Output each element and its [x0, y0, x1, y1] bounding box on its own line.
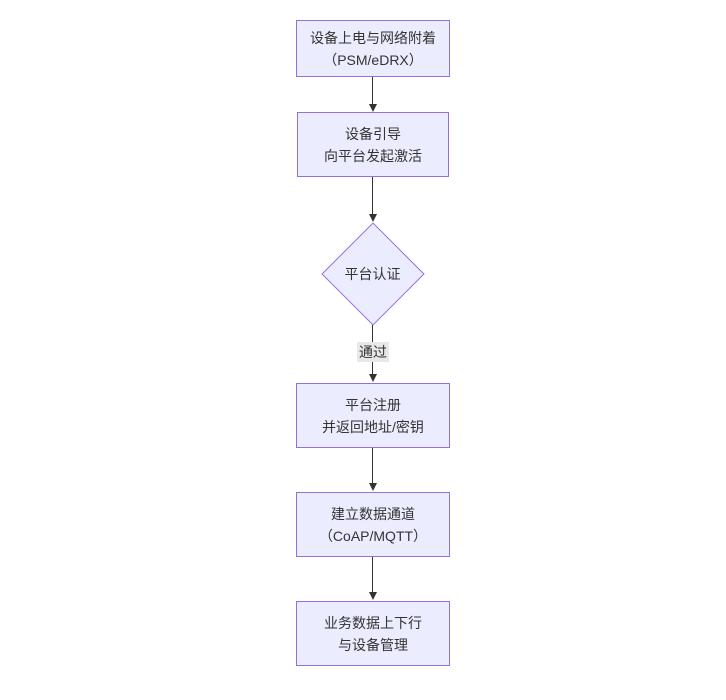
node-channel-line2: （CoAP/MQTT） [318, 527, 428, 544]
arrow-down-icon [368, 592, 377, 600]
node-power-on: 设备上电与网络附着 （PSM/eDRX） [296, 20, 450, 77]
edge-channel-to-business [368, 557, 377, 600]
edge-register-to-channel [368, 448, 377, 491]
edge-line [372, 557, 373, 592]
arrow-down-icon [368, 483, 377, 491]
node-power-on-line2: （PSM/eDRX） [323, 51, 423, 68]
arrow-down-icon [368, 374, 377, 382]
node-business: 业务数据上下行 与设备管理 [296, 601, 450, 666]
node-register-line1: 平台注册 [345, 396, 401, 413]
node-register: 平台注册 并返回地址/密钥 [296, 383, 450, 448]
node-auth-decision: 平台认证 [320, 222, 425, 326]
node-power-on-line1: 设备上电与网络附着 [310, 29, 436, 46]
node-bootstrap-line1: 设备引导 [345, 125, 401, 142]
edge-line [372, 177, 373, 214]
node-register-line2: 并返回地址/密钥 [322, 418, 424, 435]
arrow-down-icon [368, 214, 377, 222]
edge-power-to-bootstrap [368, 77, 377, 112]
node-bootstrap-line2: 向平台发起激活 [324, 147, 422, 164]
edge-bootstrap-to-auth [368, 177, 377, 222]
edge-label-pass: 通过 [357, 342, 389, 362]
node-bootstrap: 设备引导 向平台发起激活 [297, 112, 449, 177]
node-channel-line1: 建立数据通道 [331, 505, 415, 522]
node-business-line2: 与设备管理 [338, 636, 408, 653]
arrow-down-icon [368, 104, 377, 112]
node-business-line1: 业务数据上下行 [324, 614, 422, 631]
node-auth-label: 平台认证 [344, 266, 401, 282]
edge-line [372, 77, 373, 104]
node-channel: 建立数据通道 （CoAP/MQTT） [296, 492, 450, 557]
edge-line [372, 448, 373, 483]
